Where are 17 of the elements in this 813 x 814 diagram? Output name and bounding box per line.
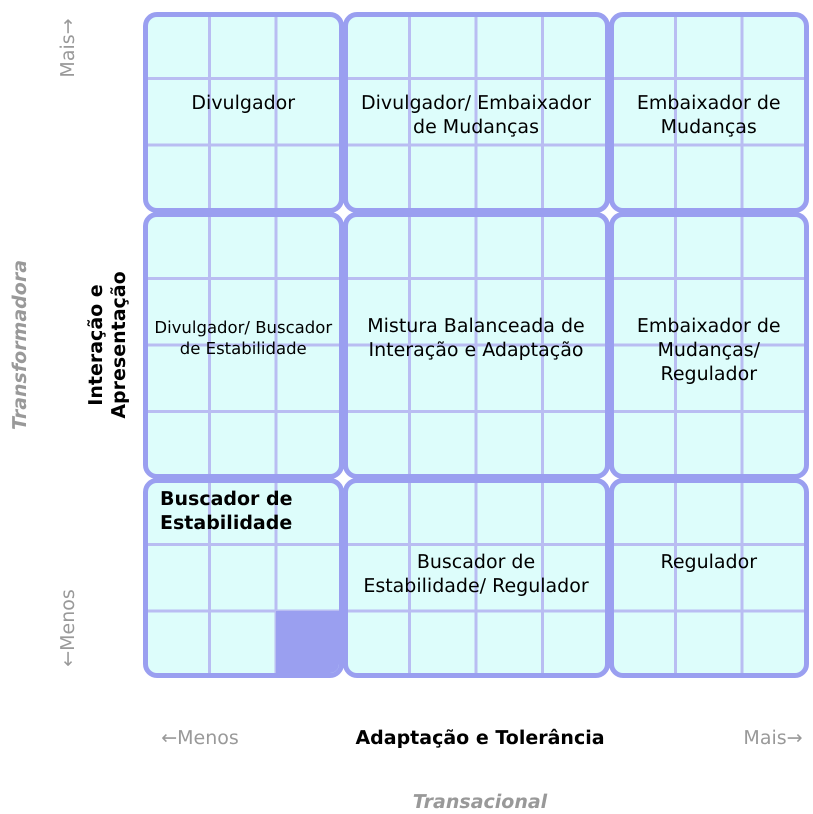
- quadrant-label: Embaixador de Mudanças/ Regulador: [636, 314, 782, 386]
- axis-end-label: Mais→: [743, 727, 803, 749]
- quadrant-label: Embaixador de Mudanças: [636, 91, 782, 140]
- quadrant-label: Divulgador/ Embaixador de Mudanças: [360, 91, 592, 140]
- axis-title: Adaptação e Tolerância: [355, 727, 605, 749]
- quadrant-label: Buscador de Estabilidade/ Regulador: [362, 550, 590, 598]
- axis-title: Transformadora: [9, 260, 31, 430]
- axis-title: Interação e Apresentação: [85, 270, 131, 421]
- axis-title: Transacional: [412, 791, 548, 813]
- quadrant-label: Mistura Balanceada de Interação e Adaptação: [366, 314, 586, 362]
- axis-end-label: ←Menos: [161, 727, 239, 749]
- quadrant-label: Divulgador/ Buscador de Estabilidade: [153, 316, 334, 359]
- axis-end-label: Mais→: [57, 18, 79, 78]
- quadrant-label: Regulador: [659, 550, 758, 574]
- axis-end-label: ←Menos: [57, 589, 79, 667]
- quadrant-label: Divulgador: [190, 91, 296, 116]
- quadrant-label: Buscador de Estabilidade: [159, 486, 294, 536]
